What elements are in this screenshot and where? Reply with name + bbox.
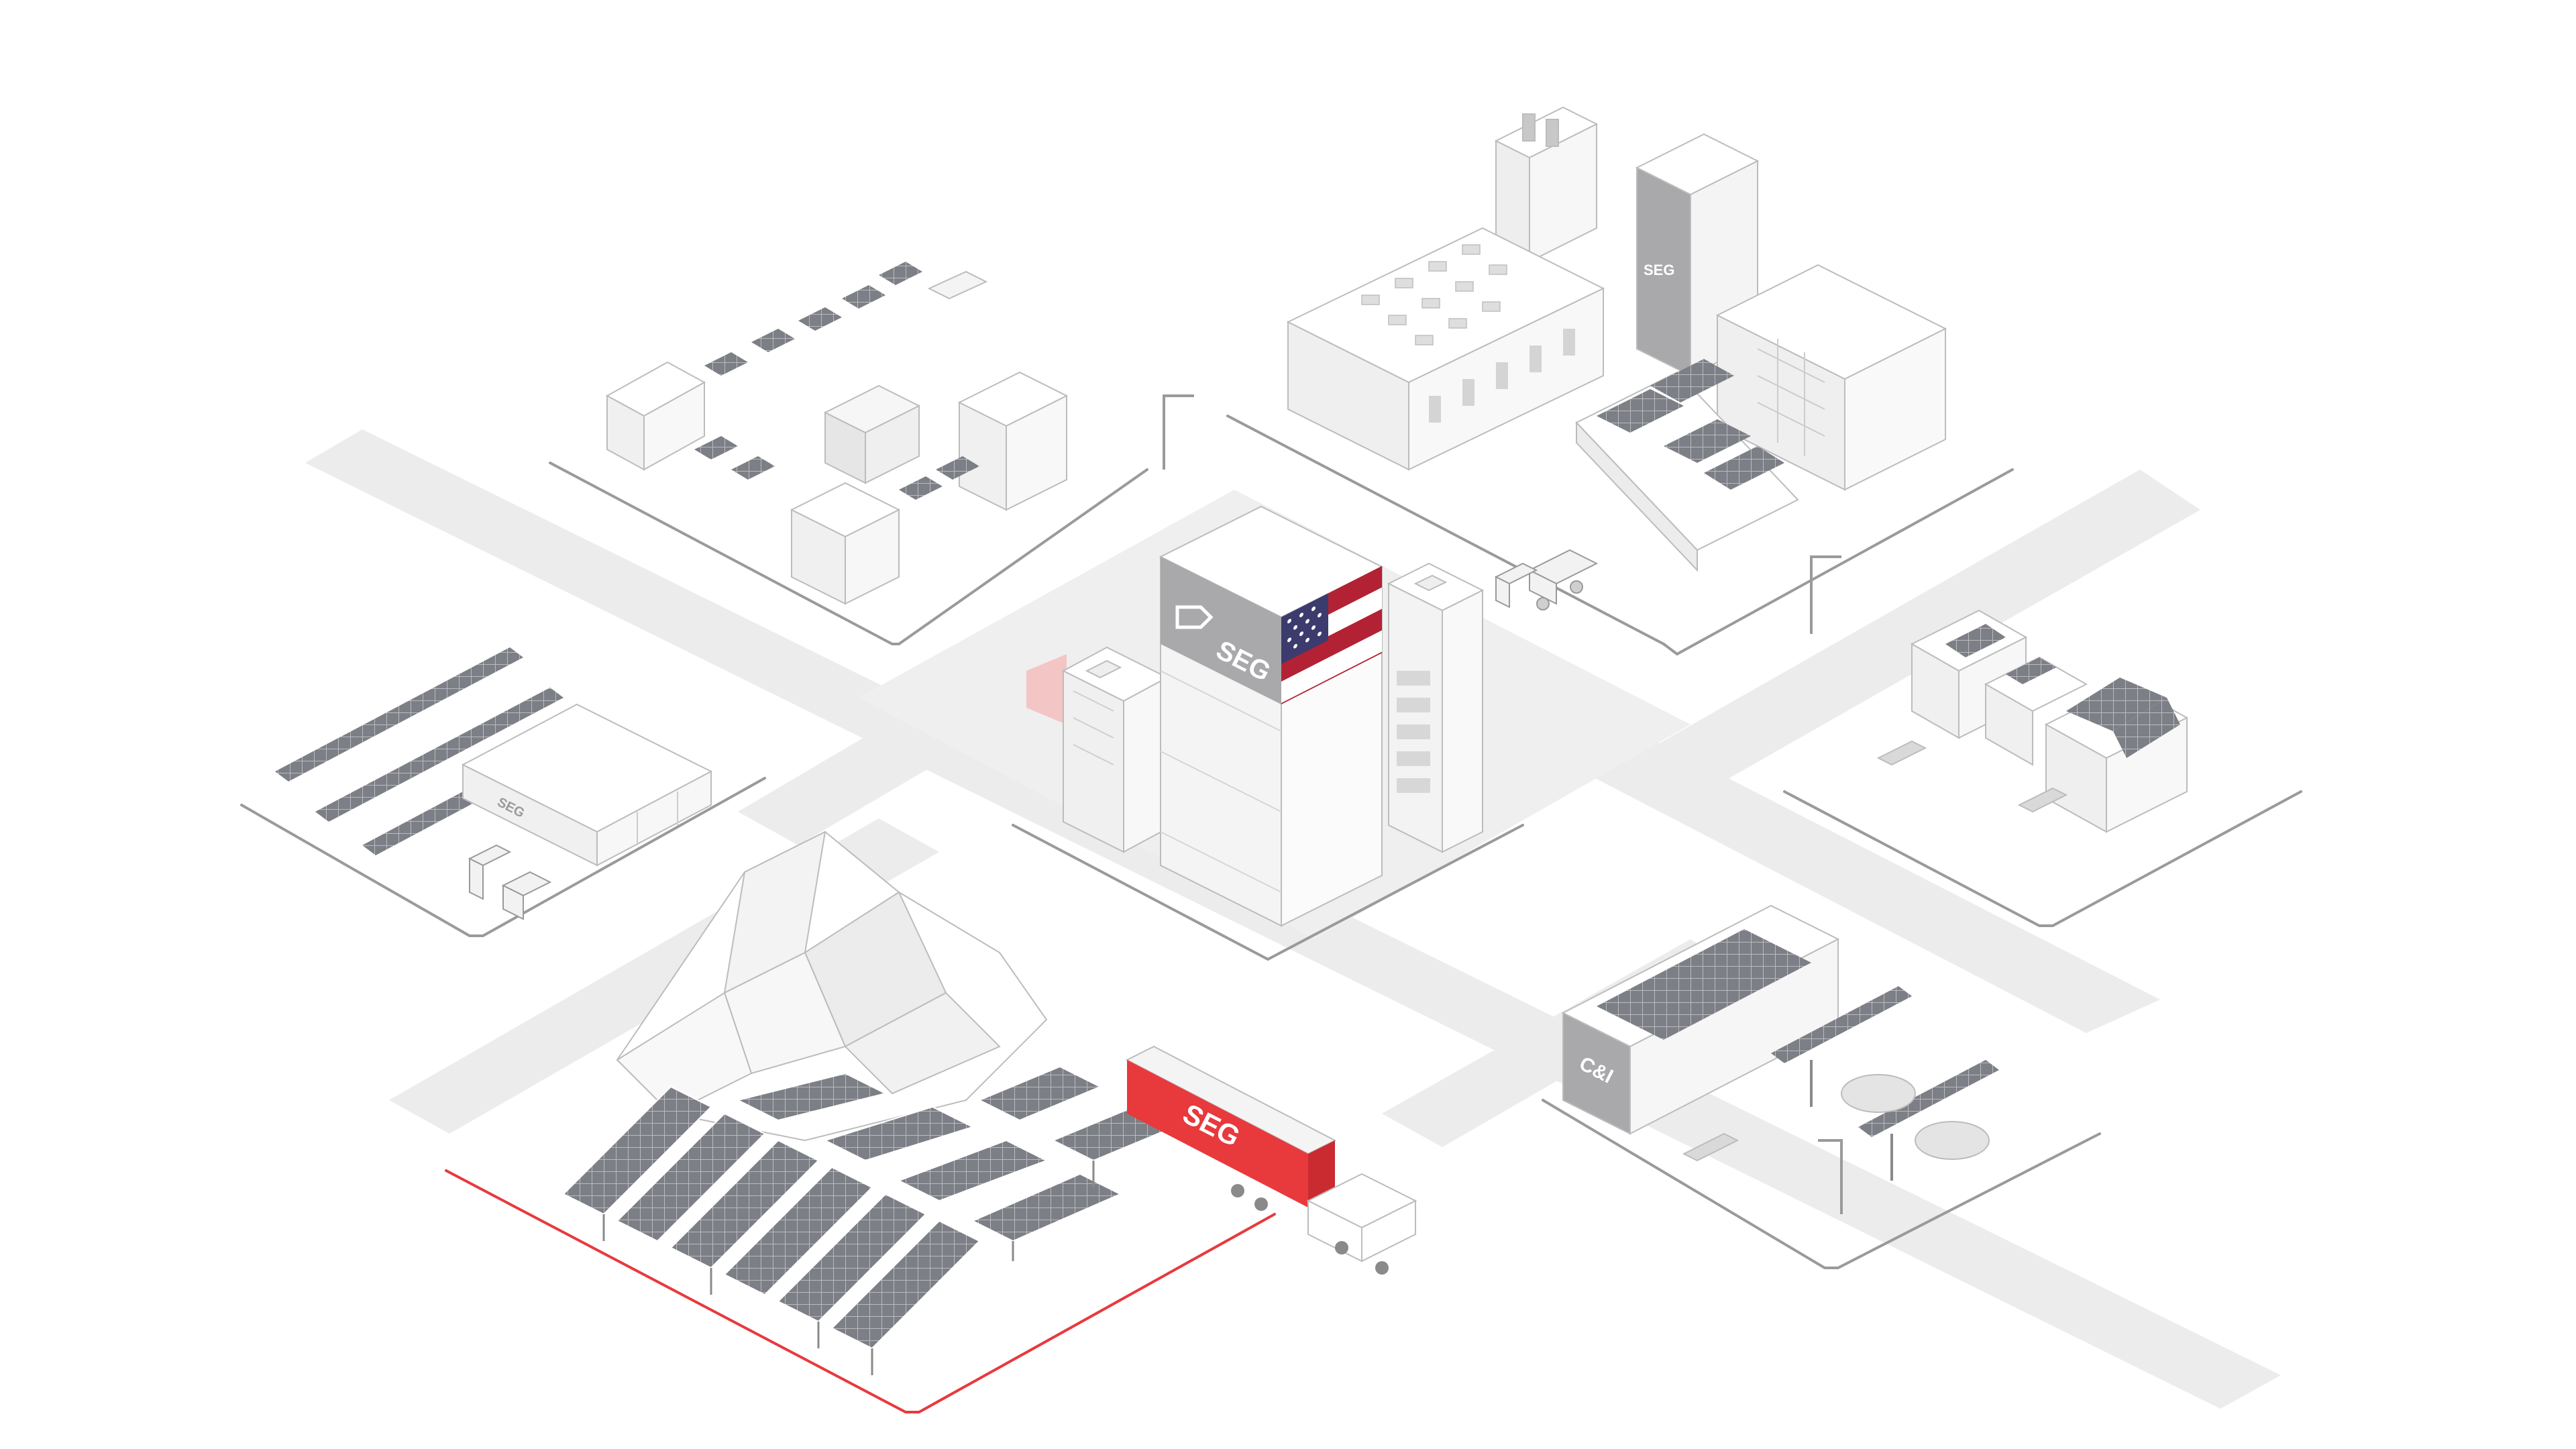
- ev-car-icon: [1841, 1074, 1990, 1160]
- storage-yard: SEG: [240, 647, 766, 937]
- truck-icon: SEG: [1125, 1045, 1417, 1275]
- factory-with-seg-tower: SEG: [1163, 106, 2014, 656]
- truck-trailer: [1127, 1060, 1308, 1208]
- tower-brand-label: SEG: [1644, 262, 1674, 278]
- manufacturing-complex: [549, 262, 1148, 645]
- street-lamp-icon: [1818, 1139, 1843, 1214]
- plot-outline: [1783, 790, 2302, 927]
- hq-brand-panel: [1161, 557, 1281, 704]
- plot-outline: [1226, 415, 2014, 656]
- street-lamp-icon: [1163, 394, 1841, 634]
- ev-carport: [1771, 986, 1999, 1181]
- forklift-icon: [1494, 549, 1599, 610]
- residential-houses: [1783, 609, 2302, 927]
- plot-outline: [1542, 1099, 2101, 1269]
- hq-accent-glow: [1026, 654, 1067, 724]
- mountain-solar-farm: SEG: [445, 830, 1417, 1413]
- central-seg-headquarters: SEG: [1012, 505, 1524, 961]
- us-flag-icon: [1281, 566, 1382, 704]
- road-east-cross: [1556, 724, 2160, 1033]
- forklift-icon: [468, 844, 552, 920]
- plot-outline-accent: [445, 1169, 1276, 1413]
- solar-array: [562, 1065, 1176, 1350]
- plot-outline: [1012, 824, 1524, 961]
- plot-outline: [240, 777, 766, 937]
- mountain: [616, 830, 1048, 1142]
- plot-outline: [549, 462, 1148, 645]
- commercial-industrial-ev-charging: C&I: [1542, 904, 2101, 1269]
- seg-logo-icon: SEG: [1644, 262, 1674, 278]
- road-northeast: [1657, 470, 2200, 785]
